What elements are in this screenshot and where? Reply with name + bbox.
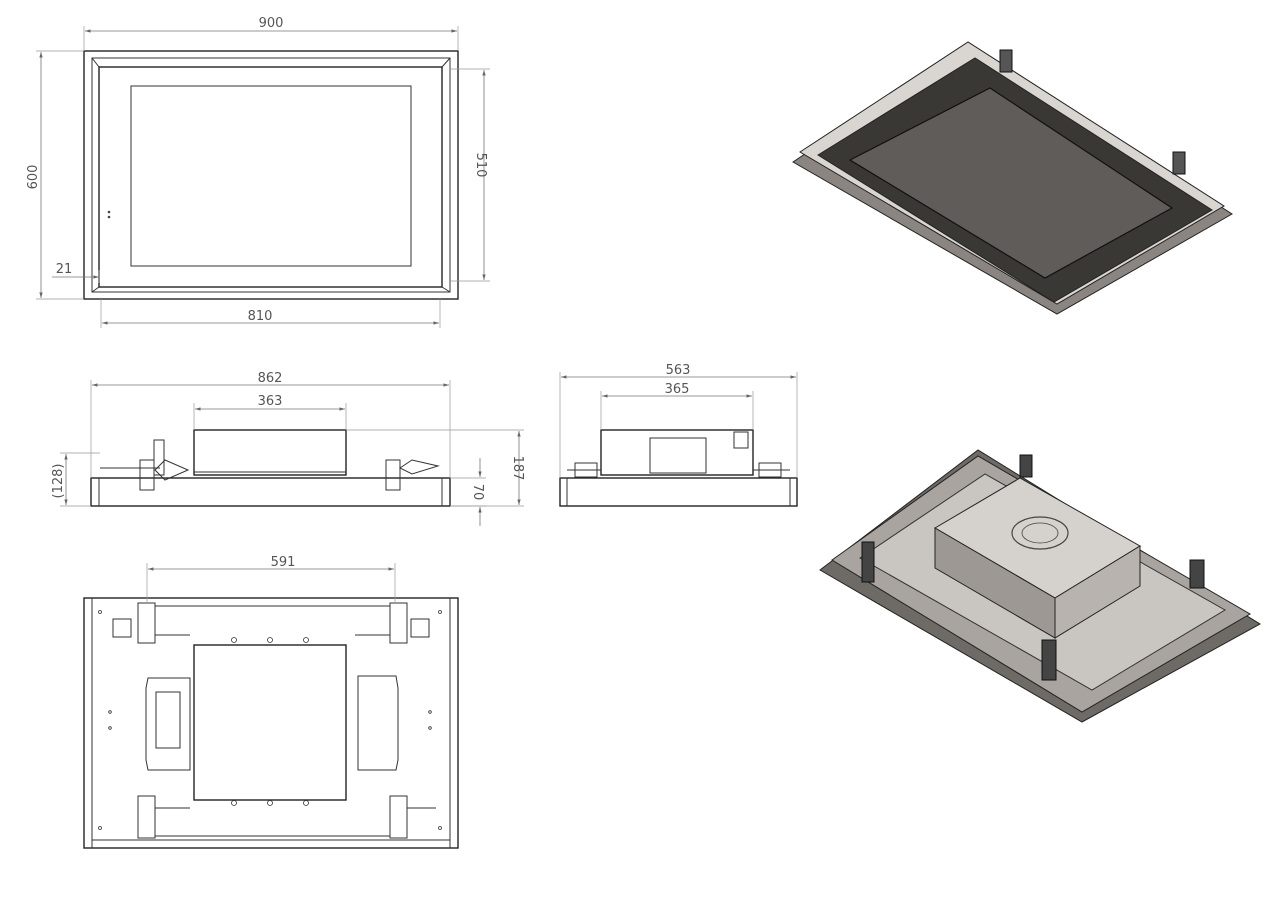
- dim-ref-height: (128): [51, 464, 66, 499]
- electronics-box: [600, 429, 754, 476]
- dim-screen-width: 810: [248, 309, 273, 324]
- outer-frame: [83, 50, 459, 300]
- bezel: [98, 66, 443, 288]
- electronics-box: [193, 644, 347, 801]
- side-plate-right: [357, 675, 399, 771]
- sensor-dot: [107, 210, 111, 214]
- mounting-holes: [98, 610, 442, 830]
- iso-rear-view: [819, 449, 1261, 723]
- dim-bracket-spacing: 591: [271, 555, 296, 570]
- dim-box-width: 363: [258, 394, 283, 409]
- iso-bracket: [1041, 639, 1057, 681]
- side-frame: [90, 477, 451, 507]
- iso-screen: [848, 87, 1174, 279]
- dim-border: 21: [56, 262, 73, 277]
- iso-box-right: [1054, 545, 1141, 639]
- dim-side-overall-width: 862: [258, 371, 283, 386]
- electronics-box: [193, 429, 347, 476]
- iso-bracket: [999, 49, 1013, 73]
- dim-short-overall-width: 563: [666, 363, 691, 378]
- iso-box-vent: [1011, 516, 1069, 550]
- screen-area: [130, 85, 412, 267]
- iso-front-view: [792, 41, 1233, 315]
- side-plate-left: [145, 677, 191, 771]
- dim-frame-depth: 70: [470, 484, 485, 501]
- front-view: 900 600 510 810 21: [26, 16, 490, 328]
- mount-bracket-right: [385, 459, 440, 491]
- dim-overall-height: 600: [26, 165, 41, 190]
- side-frame: [559, 477, 798, 507]
- side-view-long: 862 363 (128) 187 70: [51, 371, 525, 526]
- dim-short-box-width: 365: [665, 382, 690, 397]
- iso-bracket: [1019, 454, 1033, 478]
- dim-total-depth: 187: [510, 456, 525, 481]
- rear-view: 591: [83, 555, 459, 849]
- rear-frame: [83, 597, 459, 849]
- iso-bracket: [861, 541, 875, 583]
- dim-screen-height: 510: [473, 153, 488, 178]
- iso-bracket: [1172, 151, 1186, 175]
- iso-bracket: [1189, 559, 1205, 589]
- sensor-dot: [107, 215, 111, 219]
- mount-bracket-left: [100, 439, 190, 491]
- rear-bracket: [112, 602, 436, 839]
- side-view-short: 563 365: [559, 363, 798, 507]
- frame-inner-edge: [91, 57, 451, 293]
- dim-overall-width: 900: [259, 16, 284, 31]
